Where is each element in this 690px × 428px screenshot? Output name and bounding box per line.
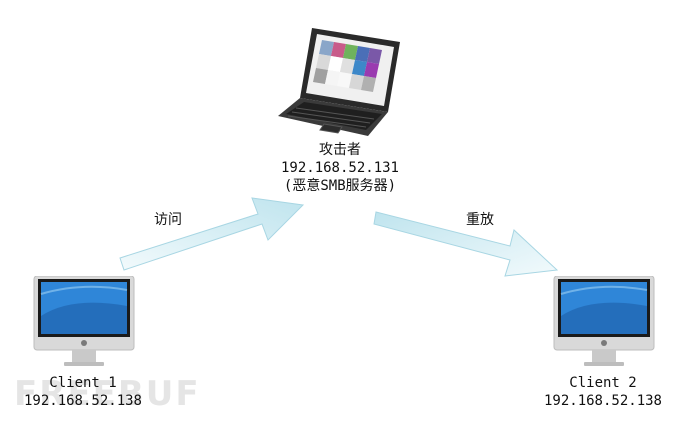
attacker-desc-label: (恶意SMB服务器) — [283, 178, 397, 194]
attacker-ip-label: 192.168.52.131 — [280, 160, 399, 176]
laptop-icon — [278, 28, 400, 136]
imac-icon — [33, 276, 135, 366]
client1-ip-label: 192.168.52.138 — [23, 393, 142, 409]
watermark: FREEBUF — [14, 374, 201, 414]
client2-name-label: Client 2 — [569, 375, 637, 391]
client2-ip-label: 192.168.52.138 — [543, 393, 662, 409]
replay-label: 重放 — [466, 212, 494, 228]
imac-icon — [553, 276, 655, 366]
access-label: 访问 — [154, 212, 182, 228]
arrow-down-right-icon — [373, 211, 559, 277]
attacker-role-label: 攻击者 — [319, 142, 361, 158]
arrow-up-right-icon — [119, 197, 305, 271]
client1-name-label: Client 1 — [49, 375, 117, 391]
